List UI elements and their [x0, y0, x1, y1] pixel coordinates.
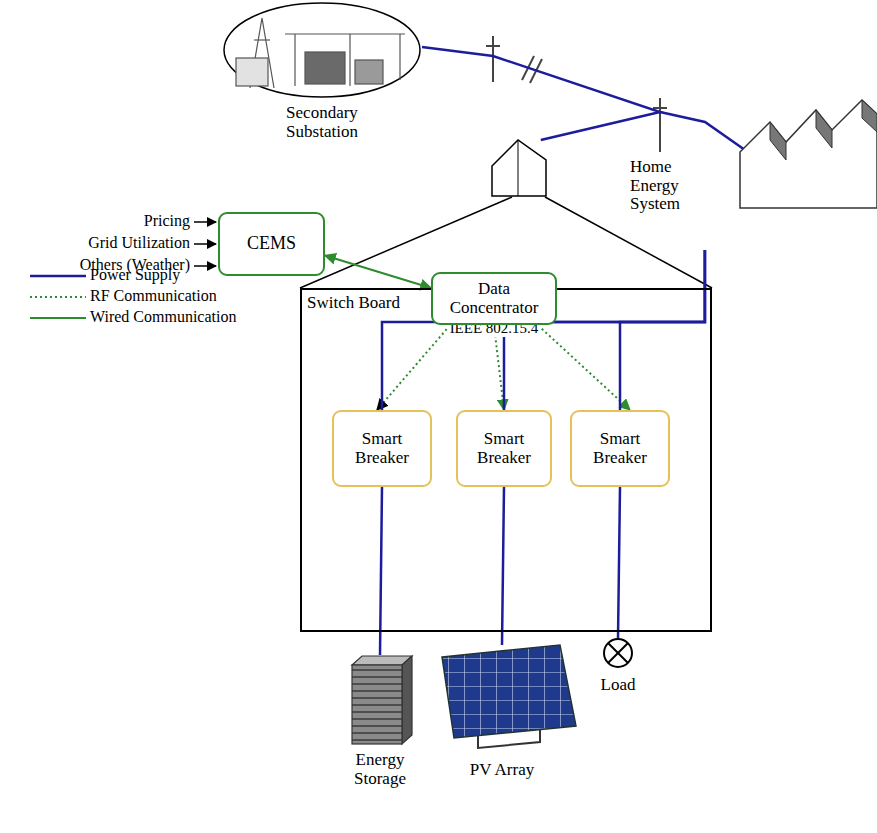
node-text: Secondary Substation	[267, 104, 377, 141]
power-line	[620, 250, 705, 410]
node-text: Smart Breaker	[572, 427, 668, 470]
gantry-post	[294, 34, 295, 86]
pv-panel	[442, 645, 576, 738]
factory	[740, 100, 877, 208]
node-text: Home Energy System	[630, 158, 696, 214]
node-text: Load	[578, 676, 658, 695]
input-arrow	[194, 265, 216, 267]
switch-board: Switch BoardSmart Breaker Smart Breaker Sm…	[300, 288, 712, 632]
power-line	[382, 250, 705, 410]
input-label: Pricing	[144, 212, 190, 230]
pole	[659, 98, 661, 152]
input-label: Grid Utilization	[88, 234, 190, 252]
node-text: Data Concentrator	[433, 277, 555, 320]
lamp-cross	[608, 643, 628, 663]
pole-bar	[653, 107, 667, 109]
legend-sample	[30, 296, 86, 298]
house-edge	[518, 140, 519, 196]
energy-storage: Energy Storage	[345, 655, 415, 800]
power-poles	[486, 36, 667, 152]
lamp-cross	[608, 643, 628, 663]
substation-outline	[224, 3, 420, 97]
power-line	[502, 487, 504, 645]
building	[236, 58, 268, 86]
input-arrow	[194, 243, 216, 245]
pv-stand	[478, 729, 540, 748]
storage-front	[352, 665, 402, 744]
smart-breaker-box: Smart Breaker	[456, 410, 552, 487]
node-text: Smart Breaker	[458, 427, 550, 470]
legend-text: Power Supply	[90, 266, 180, 284]
legend-text: RF Communication	[90, 287, 217, 305]
smart-breaker-box: Smart Breaker	[570, 410, 670, 487]
factory-roof	[770, 100, 877, 160]
node-text: CEMS	[241, 231, 302, 257]
node-text: PV Array	[432, 761, 572, 780]
gantry-post	[399, 34, 400, 80]
rf-link	[494, 325, 504, 410]
pole-bar	[486, 45, 500, 47]
tower-bar	[254, 39, 270, 40]
node-text: Energy Storage	[335, 751, 425, 788]
transformer	[305, 52, 345, 84]
transformer	[355, 60, 383, 84]
pole	[492, 36, 494, 82]
power-line	[618, 487, 620, 638]
data-concentrator-box: Data Concentrator	[431, 272, 557, 325]
legend-sample	[30, 317, 86, 319]
input-arrow	[194, 221, 216, 223]
load: Load	[588, 638, 648, 708]
home-energy-system: Home Energy System	[488, 140, 708, 250]
power-line	[660, 112, 745, 150]
rf-link	[377, 325, 450, 410]
substation-picture	[236, 18, 405, 88]
house	[492, 140, 546, 196]
wired-link	[325, 256, 431, 289]
storage-side	[402, 656, 412, 744]
substation: Secondary Substation	[222, 0, 422, 168]
lamp-symbol	[604, 639, 632, 667]
gantry	[285, 33, 405, 34]
legend-sample	[30, 275, 86, 278]
smart-breaker-box: Smart Breaker	[332, 410, 432, 487]
cems-box: CEMS	[218, 212, 325, 276]
rf-link	[538, 325, 630, 410]
pv-array: PV Array	[432, 645, 572, 780]
node-text: Smart Breaker	[334, 427, 430, 470]
legend-text: Wired Communication	[90, 308, 236, 326]
gantry-post	[349, 34, 350, 86]
zoom-line	[545, 197, 712, 288]
power-line	[422, 47, 660, 140]
node-text: Switch Board	[307, 294, 400, 313]
power-line	[380, 487, 382, 655]
